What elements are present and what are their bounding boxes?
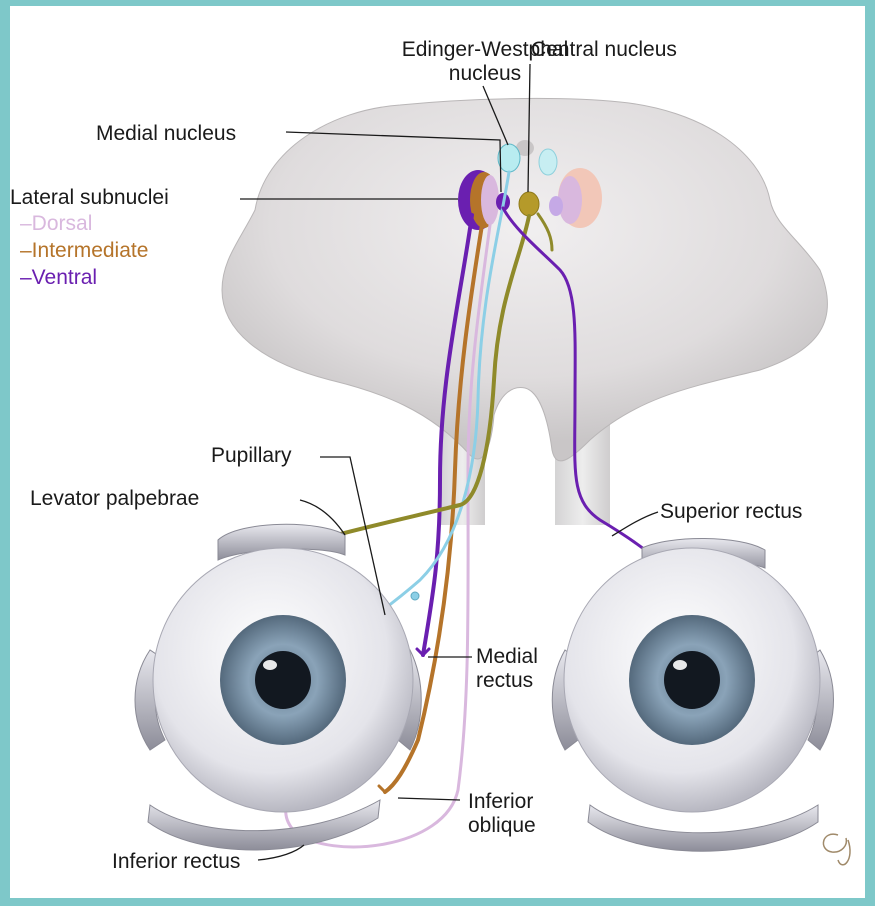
ciliary-ganglion	[411, 592, 419, 600]
label-ventral: –Ventral	[20, 266, 97, 290]
leader-superior-rectus	[612, 512, 658, 536]
label-pupillary: Pupillary	[211, 444, 292, 468]
right-pupil	[664, 651, 720, 709]
left-edinger-westphal-nucleus	[498, 144, 520, 172]
right-eye-highlight	[673, 660, 687, 670]
label-medial-rectus-line1: Medial	[476, 645, 538, 669]
label-intermediate: –Intermediate	[20, 239, 148, 263]
label-medial-rectus: Medial rectus	[476, 645, 538, 693]
right-edinger-westphal-nucleus	[539, 149, 557, 175]
midbrain-section	[222, 98, 828, 525]
right-medial-nucleus	[549, 196, 563, 216]
central-nucleus	[519, 192, 539, 216]
left-pupil	[255, 651, 311, 709]
right-eye	[552, 538, 833, 851]
label-inferior-rectus: Inferior rectus	[112, 850, 240, 874]
left-eye-highlight	[263, 660, 277, 670]
label-inferior-oblique: Inferior oblique	[468, 790, 536, 838]
label-inferior-oblique-line2: oblique	[468, 814, 536, 838]
label-medial-nucleus: Medial nucleus	[96, 122, 236, 146]
label-central-nucleus: Central nucleus	[531, 38, 677, 62]
label-inferior-oblique-line1: Inferior	[468, 790, 536, 814]
label-medial-rectus-line2: rectus	[476, 669, 538, 693]
label-lateral-subnuclei: Lateral subnuclei	[10, 186, 169, 210]
label-dorsal: –Dorsal	[20, 212, 92, 236]
left-eye	[135, 524, 421, 850]
label-levator-palpebrae: Levator palpebrae	[30, 487, 199, 511]
leader-inferior-oblique	[398, 798, 460, 800]
artist-signature	[823, 834, 850, 865]
label-edinger-westphal-line2: nucleus	[375, 62, 595, 86]
label-superior-rectus: Superior rectus	[660, 500, 802, 524]
